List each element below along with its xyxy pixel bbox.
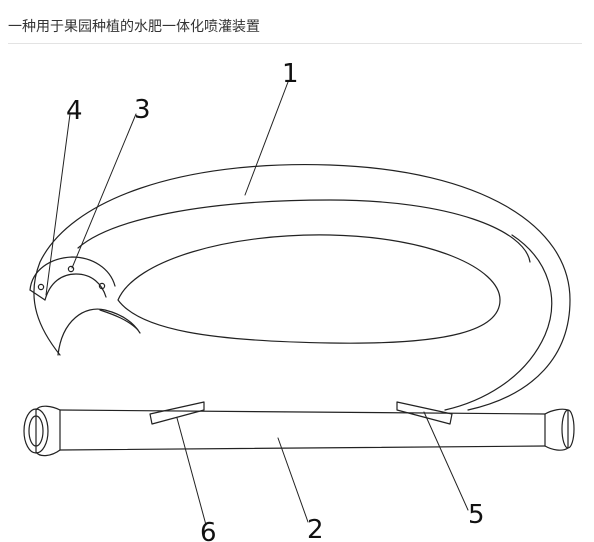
ring-cut-section xyxy=(29,256,116,301)
patent-drawing: 1 2 3 4 5 6 xyxy=(23,59,575,542)
leader-line-6 xyxy=(176,417,207,526)
left-pipe-opening xyxy=(23,408,49,454)
leader-line-3 xyxy=(71,113,137,269)
cut-section-outer xyxy=(29,256,116,291)
leader-line-4 xyxy=(45,113,71,296)
left-fitting xyxy=(35,405,61,457)
main-pipe-bottom-edge xyxy=(59,445,546,451)
leader-line-2 xyxy=(277,437,309,523)
clamp-right xyxy=(396,401,453,425)
label-3: 3 xyxy=(134,95,151,125)
support-clamps xyxy=(149,401,453,425)
spray-hole xyxy=(37,283,45,291)
cut-section-edge-left xyxy=(29,289,46,301)
left-pipe-opening-inner xyxy=(28,415,44,447)
header-divider xyxy=(8,43,582,44)
clamp-left xyxy=(149,401,205,425)
ring-inner-edge xyxy=(117,234,501,344)
ring-down-tube-left xyxy=(57,308,141,356)
ring-inner-rim xyxy=(77,199,531,263)
ring-pipe xyxy=(33,163,571,411)
label-2: 2 xyxy=(307,515,324,542)
right-pipe-opening xyxy=(561,409,575,449)
leader-line-1 xyxy=(244,81,289,196)
main-pipe-top-edge xyxy=(59,409,546,415)
label-4: 4 xyxy=(66,96,83,126)
right-fitting xyxy=(544,408,569,451)
label-6: 6 xyxy=(200,518,217,542)
ring-outer-edge xyxy=(33,163,571,411)
ring-down-tube-right xyxy=(99,309,139,331)
main-pipe xyxy=(23,405,575,457)
spray-hole xyxy=(67,265,75,273)
cut-section-inner xyxy=(44,273,107,301)
page-header: 一种用于果园种植的水肥一体化喷灌装置 xyxy=(0,0,594,44)
reference-numerals: 1 2 3 4 5 6 xyxy=(66,59,485,542)
label-5: 5 xyxy=(468,500,485,530)
leader-lines xyxy=(45,81,469,526)
leader-line-5 xyxy=(423,411,469,511)
spray-hole xyxy=(98,282,106,290)
label-1: 1 xyxy=(282,59,299,89)
page-title: 一种用于果园种植的水肥一体化喷灌装置 xyxy=(8,19,260,35)
ring-outer-lower-edge xyxy=(444,234,553,411)
